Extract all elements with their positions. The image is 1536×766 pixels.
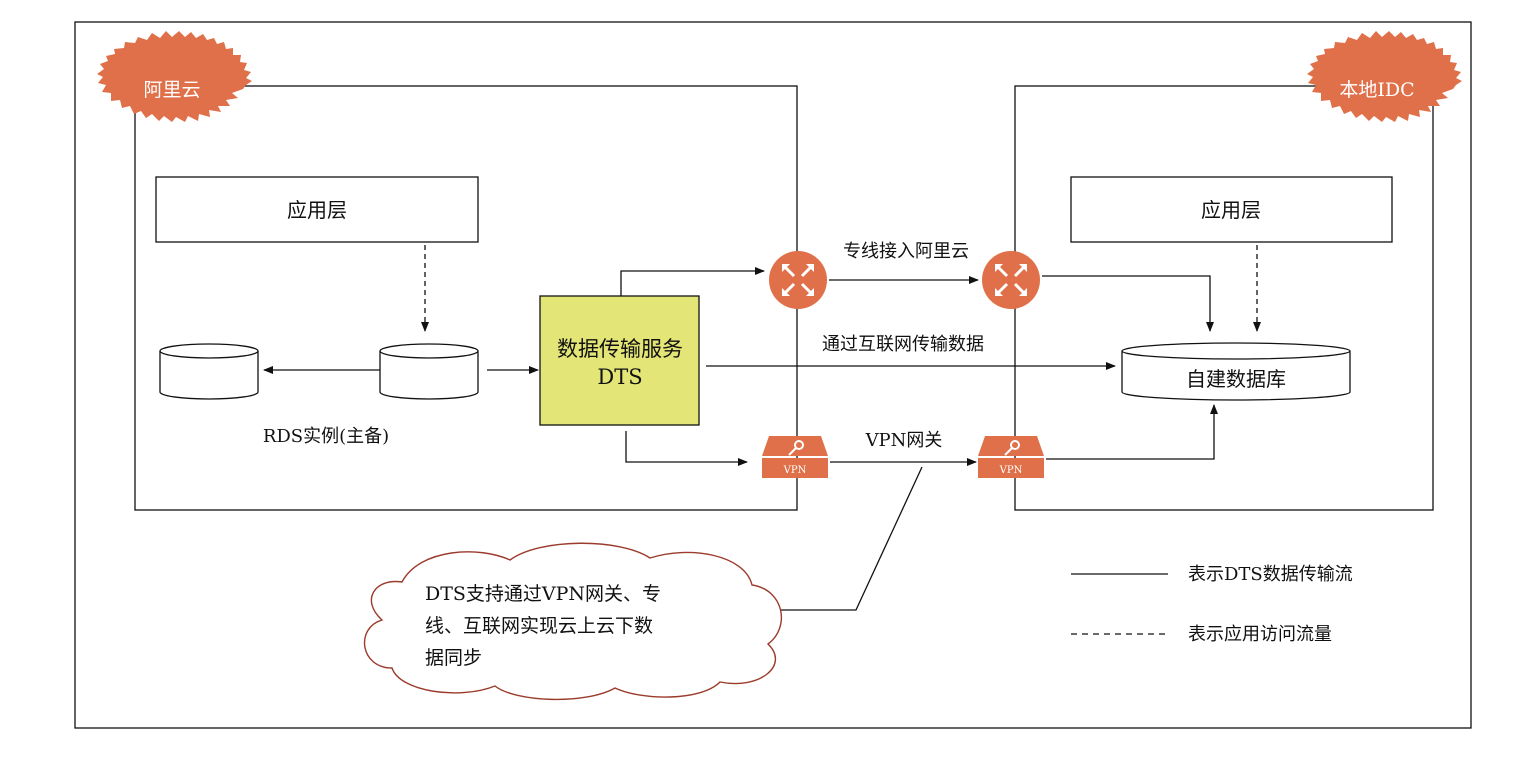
dts-to-vpn-arrow [625, 431, 748, 466]
rds-label: RDS实例(主备) [263, 426, 389, 447]
legend-dashed-label: 表示应用访问流量 [1188, 624, 1332, 645]
dts-label-line2: DTS [597, 365, 642, 389]
svg-text:VPN: VPN [783, 465, 807, 476]
badge-burst-shape [1307, 31, 1462, 122]
rds-standby-cylinder [159, 343, 259, 400]
note-line1: DTS支持通过VPN网关、专 [425, 583, 661, 605]
idc-badge: 本地IDC [1307, 31, 1462, 122]
aliyun-badge-label: 阿里云 [143, 79, 200, 101]
internet-label: 通过互联网传输数据 [822, 334, 984, 355]
rds-primary-cylinder [379, 343, 479, 400]
aliyun-app-layer-label: 应用层 [287, 198, 347, 222]
outer-frame [74, 21, 1472, 729]
router-icon [769, 251, 827, 309]
idc-badge-label: 本地IDC [1339, 79, 1414, 101]
vpn-gateway-icon: VPN [978, 436, 1044, 478]
dedicated-line-label: 专线接入阿里云 [843, 241, 969, 262]
router-icon [982, 251, 1040, 309]
svg-text:VPN: VPN [999, 465, 1023, 476]
aliyun-app-layer-box [155, 176, 479, 243]
badge-burst-shape [97, 31, 252, 122]
note-callout-line [763, 466, 923, 611]
dts-box [539, 295, 700, 426]
note-line3: 据同步 [425, 647, 482, 669]
vpn-gateway-label: VPN网关 [865, 430, 943, 451]
idc-app-layer-box [1070, 176, 1393, 243]
vpn-to-db-arrow [1046, 404, 1218, 460]
note-cloud [363, 542, 783, 701]
self-built-db-cylinder [1121, 342, 1351, 401]
dts-to-router-arrow [620, 267, 765, 296]
self-built-db-label: 自建数据库 [1186, 367, 1286, 391]
router-to-db-arrow [1042, 275, 1214, 332]
note-line2: 线、互联网实现云上云下数 [425, 615, 653, 637]
idc-app-layer-label: 应用层 [1201, 198, 1261, 222]
dts-label-line1: 数据传输服务 [557, 337, 683, 361]
legend-solid-label: 表示DTS数据传输流 [1188, 564, 1353, 585]
aliyun-badge: 阿里云 [97, 31, 252, 122]
idc-region-box [1014, 85, 1434, 511]
vpn-gateway-icon: VPN [762, 436, 828, 478]
